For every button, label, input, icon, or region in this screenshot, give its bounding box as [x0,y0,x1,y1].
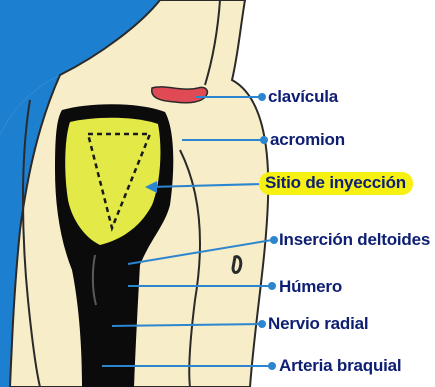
label-insercion-deltoides: Inserción deltoides [279,230,430,250]
label-clavicula: clavícula [268,87,338,107]
label-sitio-inyeccion: Sitio de inyección [259,172,413,195]
label-nervio-radial: Nervio radial [268,314,368,334]
label-acromion: acromion [270,130,345,150]
label-humero: Húmero [279,277,342,297]
clavicle-shape [152,87,208,103]
label-arteria-braquial: Arteria braquial [279,356,401,376]
